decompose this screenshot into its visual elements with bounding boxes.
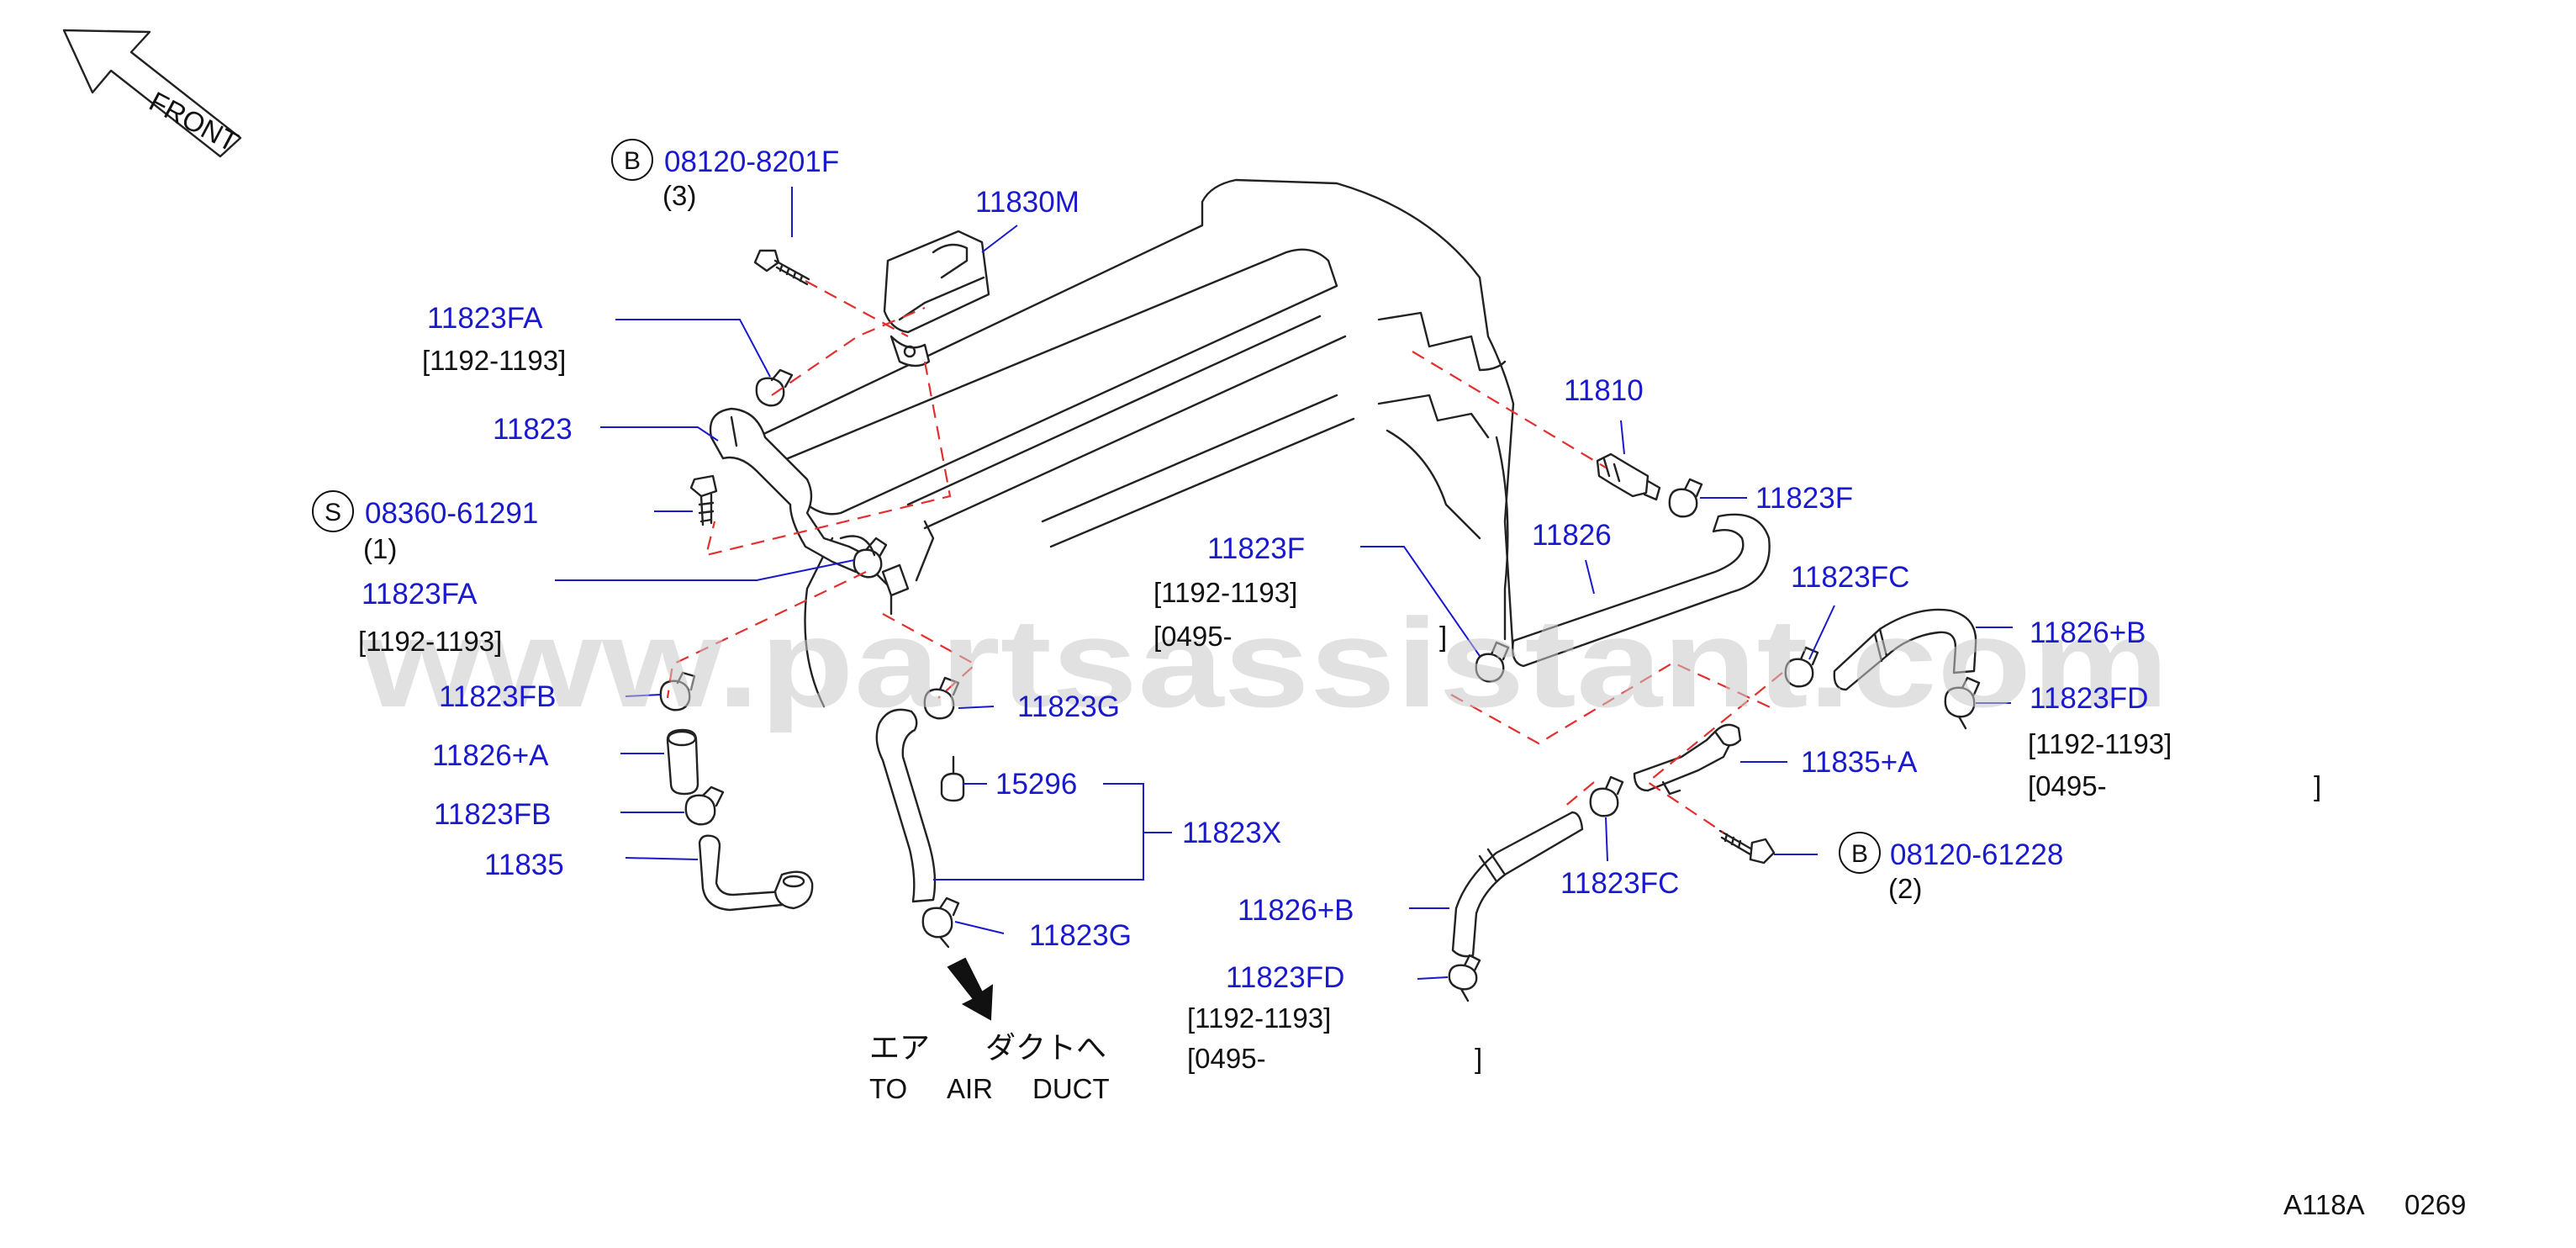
hose-11823x-icon xyxy=(875,708,937,903)
clamp-11823fa-mid-icon xyxy=(853,537,888,579)
air-duct-en-duct: DUCT xyxy=(1032,1073,1110,1104)
hose-11826-icon xyxy=(1512,513,1771,668)
air-duct-jp-right: ダクトへ xyxy=(985,1031,1106,1066)
pipe-11835-icon xyxy=(698,834,814,912)
clamp-11823fa-top-icon xyxy=(755,368,794,407)
part-number-11826a[interactable]: 11826+A xyxy=(432,739,549,772)
qty-08120-8201f: (3) xyxy=(662,180,696,211)
badge-s: S xyxy=(325,499,341,526)
clamp-11823f-left-icon xyxy=(1475,641,1510,683)
part-number-11810[interactable]: 11810 xyxy=(1564,374,1644,407)
arrow-to-air-duct-icon xyxy=(947,957,994,1021)
bolt-08120-61228-icon xyxy=(1718,829,1776,865)
pipe-11835a-icon xyxy=(1633,723,1742,796)
part-number-11823g-top[interactable]: 11823G xyxy=(1017,690,1120,723)
clamp-11823g-bot-icon xyxy=(921,896,960,949)
part-number-08360-61291[interactable]: 08360-61291 xyxy=(365,497,538,530)
hose-11826b-bot-icon xyxy=(1451,811,1584,958)
part-number-11826b-bot[interactable]: 11826+B xyxy=(1238,894,1354,927)
air-duct-en-to: TO xyxy=(869,1073,907,1104)
note-11823fd-bot-2: [0495- xyxy=(1187,1043,1266,1074)
part-number-11823[interactable]: 11823 xyxy=(493,413,573,446)
part-number-11823f-right[interactable]: 11823F xyxy=(1755,482,1853,515)
air-duct-jp-left: エア xyxy=(869,1031,930,1066)
clamp-11823fc-bot-icon xyxy=(1589,775,1624,817)
part-number-11823fa-mid[interactable]: 11823FA xyxy=(362,578,478,611)
note-11823fa-top: [1192-1193] xyxy=(422,345,566,376)
clamp-11823g-top-icon xyxy=(923,676,960,720)
part-number-11823x[interactable]: 11823X xyxy=(1182,817,1281,849)
part-number-11835a[interactable]: 11835+A xyxy=(1801,746,1918,779)
note-11823f-left-1: [1192-1193] xyxy=(1153,577,1297,608)
part-number-11826[interactable]: 11826 xyxy=(1532,519,1612,552)
qty-08360-61291: (1) xyxy=(363,533,397,564)
clamp-11823fc-top-icon xyxy=(1784,646,1819,688)
part-number-11823fd-bot[interactable]: 11823FD xyxy=(1226,961,1344,994)
diagram-code-right: 0269 xyxy=(2404,1189,2466,1220)
part-number-08120-61228[interactable]: 08120-61228 xyxy=(1890,838,2063,871)
bolt-08120-8201f-icon xyxy=(753,249,810,286)
bolt-08360-61291-icon xyxy=(689,474,718,526)
diagram-code-left: A118A xyxy=(2283,1189,2365,1220)
note-11823f-left-2-end: ] xyxy=(1439,621,1447,652)
pipe-fitting-icon xyxy=(839,535,910,597)
note-11823fd-bot-1: [1192-1193] xyxy=(1187,1002,1331,1034)
part-number-11835[interactable]: 11835 xyxy=(484,849,564,881)
part-number-11826b-top[interactable]: 11826+B xyxy=(2030,616,2146,649)
assembly-dash-lines xyxy=(666,280,1783,833)
part-number-11823fa-top[interactable]: 11823FA xyxy=(427,302,543,335)
note-11823fd-bot-2-end: ] xyxy=(1475,1043,1482,1074)
clamp-11823fd-right-icon xyxy=(1944,676,1981,730)
note-11823fa-mid: [1192-1193] xyxy=(358,626,502,657)
part-number-11823fb-top[interactable]: 11823FB xyxy=(439,680,556,713)
clamp-11823fb-bot-icon xyxy=(684,785,725,826)
hose-11826a-icon xyxy=(666,728,699,796)
note-11823fd-right-2-end: ] xyxy=(2314,770,2321,801)
part-number-11830m[interactable]: 11830M xyxy=(975,186,1079,219)
hose-11826b-top-icon xyxy=(1833,608,1977,691)
part-number-11823fd-right[interactable]: 11823FD xyxy=(2030,682,2148,715)
pcv-valve-11810-icon xyxy=(1596,452,1661,501)
note-11823fd-right-1: [1192-1193] xyxy=(2028,728,2172,759)
leader-lines xyxy=(555,187,2013,980)
part-number-11823fc-top[interactable]: 11823FC xyxy=(1791,561,1909,594)
note-11823f-left-2: [0495- xyxy=(1153,621,1233,652)
note-11823fd-right-2: [0495- xyxy=(2028,770,2107,801)
part-number-11823f-left[interactable]: 11823F xyxy=(1207,532,1305,565)
clamp-11823f-right-icon xyxy=(1668,478,1703,518)
part-number-11823g-bot[interactable]: 11823G xyxy=(1029,919,1132,952)
air-duct-en-air: AIR xyxy=(947,1073,993,1104)
badge-b-right: B xyxy=(1851,840,1868,868)
badge-circles xyxy=(312,139,1881,874)
oil-separator-11830m xyxy=(883,230,990,368)
part-number-15296[interactable]: 15296 xyxy=(995,768,1077,801)
front-label: FRONT xyxy=(145,86,244,158)
watermark: www.partsassistant.com xyxy=(361,592,2169,733)
front-arrow-icon xyxy=(62,29,242,158)
part-number-11823fc-bot[interactable]: 11823FC xyxy=(1560,867,1679,900)
plug-15296-icon xyxy=(940,755,965,802)
clamp-11823fd-bot-icon xyxy=(1448,954,1481,1002)
badge-b-top: B xyxy=(624,147,641,175)
part-number-11823fb-bot[interactable]: 11823FB xyxy=(434,798,551,831)
hose-11823 xyxy=(709,407,868,574)
qty-08120-61228: (2) xyxy=(1888,873,1922,904)
part-number-08120-8201f[interactable]: 08120-8201F xyxy=(664,145,839,178)
